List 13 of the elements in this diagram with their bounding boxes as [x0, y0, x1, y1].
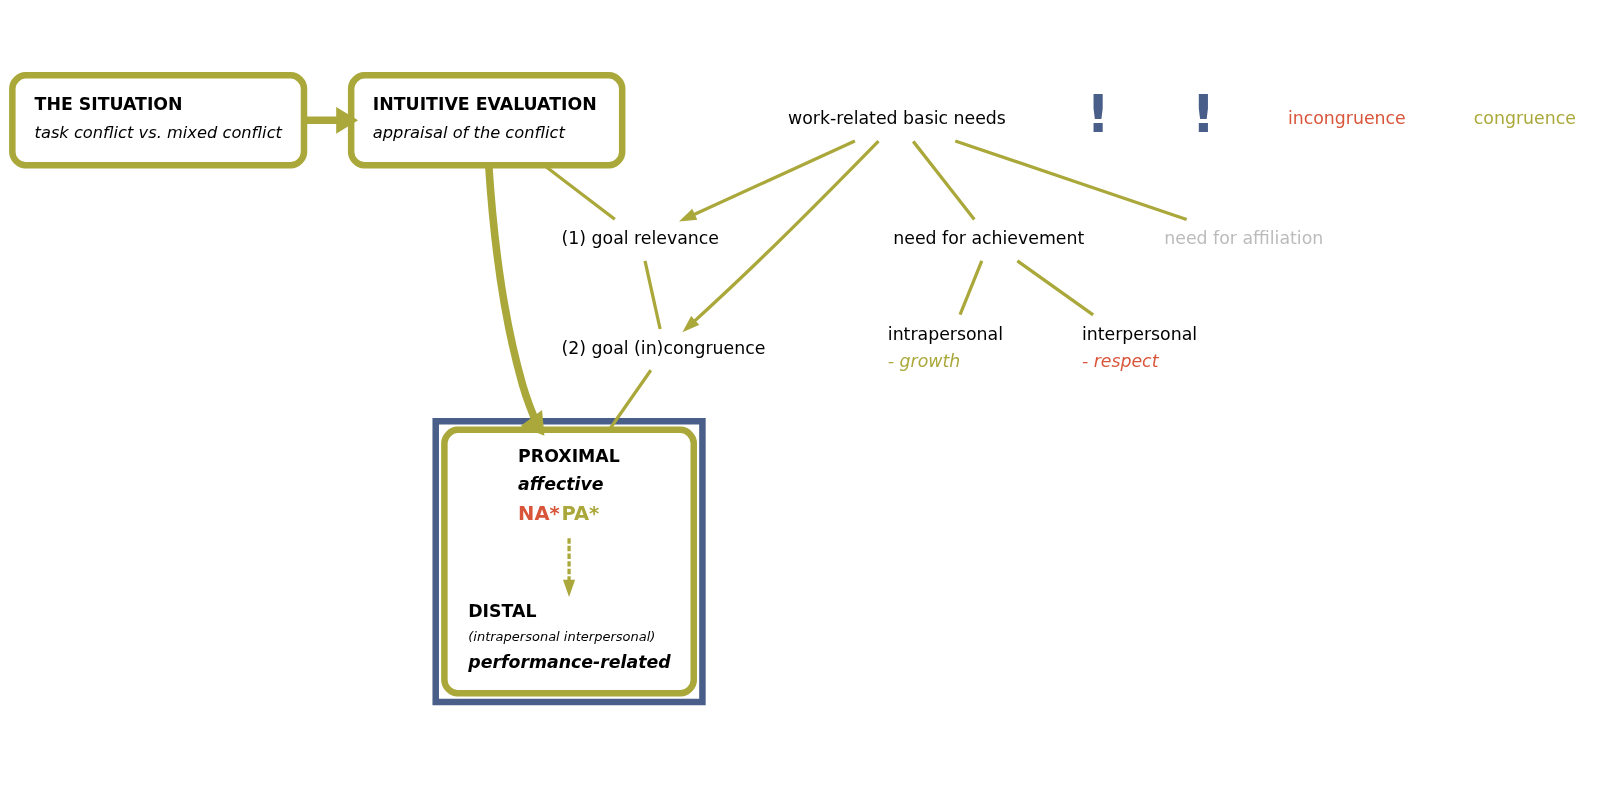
label: congruence	[1473, 108, 1576, 129]
node-text: DISTAL (intrapersonal interpersonal) performance-related	[468, 600, 671, 672]
node-text: intrapersonal - growth	[887, 323, 1003, 371]
node-text: interpersonal - respect	[1081, 323, 1198, 371]
node-text: (1) goal relevance	[561, 228, 720, 249]
node-text: work-related basic needs	[788, 108, 1006, 129]
label: incongruence	[1287, 108, 1406, 129]
label: !	[1086, 84, 1110, 145]
label: !	[1191, 84, 1216, 145]
node-text: need for affiliation	[1164, 228, 1324, 249]
node-text: PROXIMAL affective NA*PA*	[518, 446, 620, 526]
node-text: (2) goal (in)congruence	[561, 337, 766, 358]
node-text: need for achievement	[893, 228, 1085, 249]
